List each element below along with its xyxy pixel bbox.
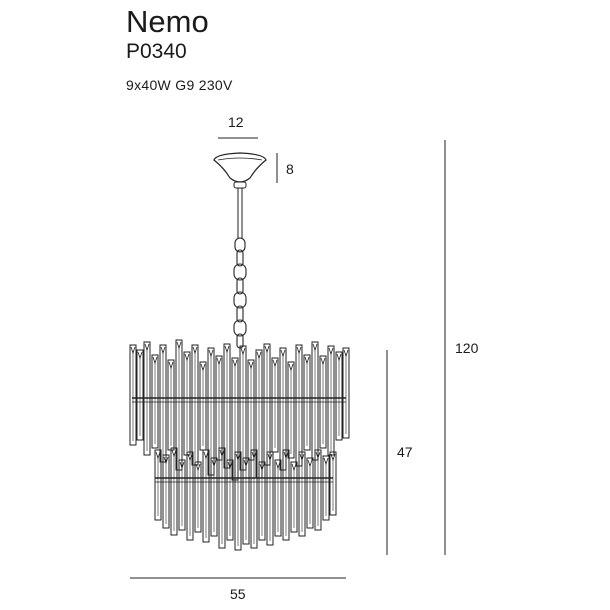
chain	[233, 237, 247, 349]
crystal-prism	[342, 347, 350, 439]
crystal-prism	[178, 459, 186, 531]
crystal-prism	[202, 449, 210, 543]
product-specs: 9x40W G9 230V	[126, 77, 233, 93]
crystal-prism	[136, 349, 144, 441]
crystal-prism	[242, 457, 250, 545]
canopy-width-label: 12	[228, 114, 244, 130]
crystal-prism	[290, 461, 298, 533]
body-height-label: 47	[397, 444, 413, 460]
crystal-prism	[282, 449, 290, 541]
crystal-prisms	[129, 339, 350, 551]
canopy	[213, 152, 267, 183]
crystal-prism	[314, 449, 322, 531]
crystal-prism	[226, 459, 234, 541]
body-width-label: 55	[230, 586, 246, 602]
crystal-prism	[335, 351, 343, 441]
crystal-prism	[274, 459, 282, 537]
crystal-prism	[129, 344, 137, 446]
crystal-prism	[154, 449, 162, 521]
crystal-prism	[303, 354, 311, 451]
crystal-prism	[210, 457, 218, 537]
product-name: Nemo	[126, 4, 209, 39]
crystal-prism	[266, 451, 274, 546]
crystal-prism	[151, 354, 159, 449]
crystal-prism	[322, 455, 330, 521]
crystal-prism	[194, 461, 202, 533]
crystal-prism	[329, 451, 337, 516]
crystal-prism	[218, 447, 226, 549]
total-height-label: 120	[455, 340, 479, 356]
crystal-prism	[234, 451, 242, 551]
crystal-prism	[258, 461, 266, 541]
canopy-height-label: 8	[286, 161, 294, 177]
product-code: P0340	[126, 40, 187, 63]
crystal-prism	[298, 451, 306, 537]
crystal-prism	[250, 449, 258, 549]
crystal-prism	[319, 355, 327, 449]
crystal-prism	[287, 361, 295, 459]
crystal-prism	[170, 447, 178, 536]
crystal-prism	[143, 341, 151, 456]
crystal-prism	[162, 454, 170, 529]
crystal-prism	[186, 451, 194, 541]
crystal-prism	[306, 457, 314, 529]
crystal-prism	[271, 357, 279, 453]
